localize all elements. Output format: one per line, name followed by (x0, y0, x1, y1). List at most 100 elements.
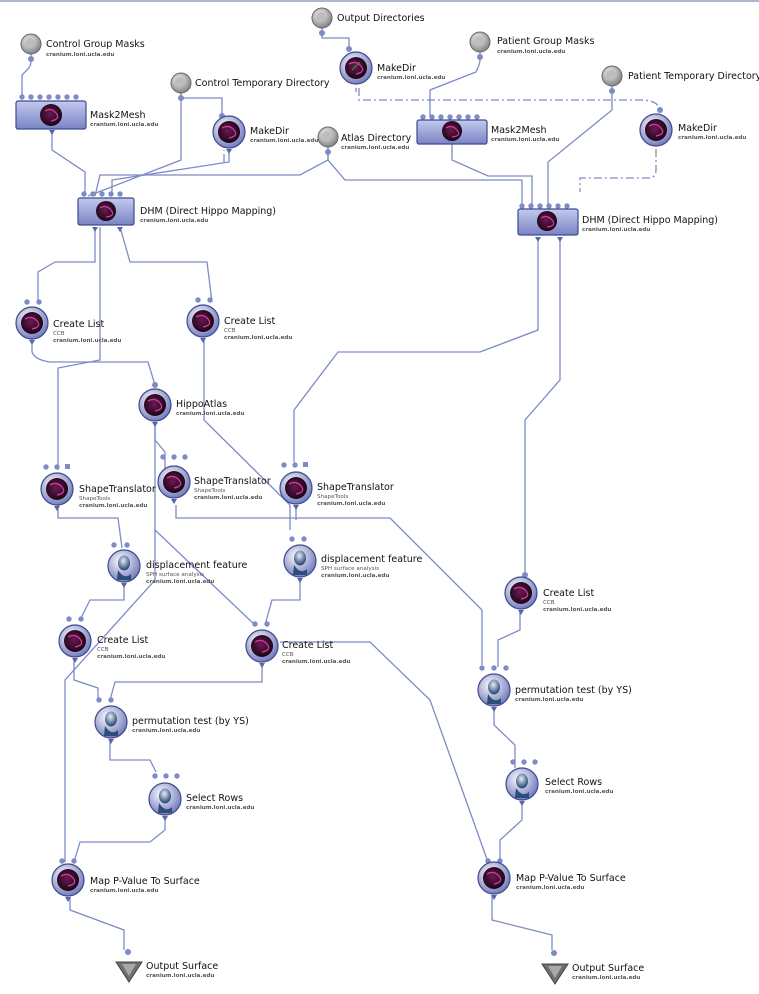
node-shapetranslator-3[interactable]: ShapeTranslator ShapeTools cranium.loni.… (279, 462, 394, 510)
node-shapetranslator-1[interactable]: ShapeTranslator ShapeTools cranium.loni.… (40, 464, 156, 511)
node-permutation-test-right[interactable]: permutation test (by YS) cranium.loni.uc… (477, 665, 632, 712)
node-create-list-3[interactable]: Create List CCB cranium.loni.ucla.edu (58, 616, 165, 663)
node-create-list-5[interactable]: Create List CCB cranium.loni.ucla.edu (504, 572, 611, 615)
node-host: cranium.loni.ucla.edu (497, 49, 565, 55)
node-title: Mask2Mesh (491, 125, 547, 136)
node-host: cranium.loni.ucla.edu (282, 659, 350, 665)
node-host: cranium.loni.ucla.edu (321, 573, 389, 579)
node-title: MakeDir (678, 123, 717, 134)
node-title: ShapeTranslator (194, 476, 271, 487)
node-title: Create List (224, 316, 275, 327)
node-displacement-feature-1[interactable]: displacement feature SPH surface analysi… (107, 542, 247, 588)
node-subtitle: CCB (224, 328, 236, 334)
node-title: Mask2Mesh (90, 110, 146, 121)
node-output-directories[interactable]: Output Directories (311, 7, 425, 36)
node-host: cranium.loni.ucla.edu (53, 338, 121, 344)
node-host: cranium.loni.ucla.edu (90, 122, 158, 128)
window-top-border (0, 0, 759, 2)
node-title: MakeDir (377, 63, 416, 74)
node-map-pvalue-right[interactable]: Map P-Value To Surface cranium.loni.ucla… (477, 858, 626, 900)
node-host: cranium.loni.ucla.edu (146, 579, 214, 585)
node-makedir-right[interactable]: MakeDir cranium.loni.ucla.edu (639, 107, 746, 147)
node-mask2mesh-left[interactable]: Mask2Mesh cranium.loni.ucla.edu (15, 94, 158, 135)
node-hippoatlas[interactable]: HippoAtlas cranium.loni.ucla.edu (138, 382, 244, 427)
node-title: Map P-Value To Surface (90, 876, 200, 887)
node-host: cranium.loni.ucla.edu (341, 145, 409, 151)
node-host: cranium.loni.ucla.edu (545, 789, 613, 795)
node-title: MakeDir (250, 126, 289, 137)
node-permutation-test-left[interactable]: permutation test (by YS) cranium.loni.uc… (94, 697, 249, 744)
node-subtitle: SPH surface analysis (146, 572, 204, 578)
node-title: Atlas Directory (341, 133, 412, 144)
node-title: DHM (Direct Hippo Mapping) (140, 206, 276, 217)
node-host: cranium.loni.ucla.edu (678, 135, 746, 141)
node-makedir-left[interactable]: MakeDir cranium.loni.ucla.edu (212, 113, 318, 154)
node-control-group-masks[interactable]: Control Group Masks cranium.loni.ucla.ed… (20, 33, 145, 62)
node-host: cranium.loni.ucla.edu (186, 805, 254, 811)
node-displacement-feature-2[interactable]: displacement feature SPH surface analysi… (283, 536, 422, 583)
node-subtitle: CCB (543, 600, 555, 606)
node-shapetranslator-2[interactable]: ShapeTranslator ShapeTools cranium.loni.… (157, 454, 271, 504)
node-patient-temp-dir[interactable]: Patient Temporary Directory (601, 65, 759, 94)
node-host: cranium.loni.ucla.edu (90, 888, 158, 894)
node-select-rows-right[interactable]: Select Rows cranium.loni.ucla.edu (505, 759, 613, 806)
node-atlas-directory[interactable]: Atlas Directory cranium.loni.ucla.edu (317, 126, 412, 155)
node-subtitle: ShapeTools (79, 496, 110, 502)
node-host: cranium.loni.ucla.edu (543, 607, 611, 613)
node-output-surface-left[interactable]: Output Surface cranium.loni.ucla.edu (115, 949, 218, 983)
node-subtitle: ShapeTools (317, 494, 348, 500)
node-title: HippoAtlas (176, 399, 227, 410)
node-dhm-right[interactable]: DHM (Direct Hippo Mapping) cranium.loni.… (517, 203, 718, 242)
node-host: cranium.loni.ucla.edu (572, 975, 640, 981)
node-subtitle: CCB (97, 647, 109, 653)
node-output-surface-right[interactable]: Output Surface cranium.loni.ucla.edu (541, 950, 644, 985)
node-title: Create List (97, 635, 148, 646)
connections (21, 27, 661, 950)
node-subtitle: CCB (53, 331, 65, 337)
node-host: cranium.loni.ucla.edu (140, 218, 208, 224)
node-host: cranium.loni.ucla.edu (46, 52, 114, 58)
node-title: Patient Group Masks (497, 36, 595, 47)
node-create-list-2[interactable]: Create List CCB cranium.loni.ucla.edu (186, 297, 292, 343)
node-patient-group-masks[interactable]: Patient Group Masks cranium.loni.ucla.ed… (469, 31, 595, 60)
node-create-list-1[interactable]: Create List CCB cranium.loni.ucla.edu (15, 299, 121, 345)
node-title: permutation test (by YS) (515, 685, 632, 696)
node-makedir-top[interactable]: MakeDir cranium.loni.ucla.edu (339, 46, 445, 85)
node-mask2mesh-right[interactable]: Mask2Mesh cranium.loni.ucla.edu (416, 114, 559, 145)
node-host: cranium.loni.ucla.edu (250, 138, 318, 144)
node-host: cranium.loni.ucla.edu (132, 728, 200, 734)
node-dhm-left[interactable]: DHM (Direct Hippo Mapping) cranium.loni.… (77, 191, 276, 232)
node-host: cranium.loni.ucla.edu (377, 75, 445, 81)
node-host: cranium.loni.ucla.edu (515, 697, 583, 703)
node-title: Map P-Value To Surface (516, 873, 626, 884)
node-title: ShapeTranslator (317, 482, 394, 493)
node-title: permutation test (by YS) (132, 716, 249, 727)
node-subtitle: SPH surface analysis (321, 566, 379, 572)
node-title: Control Temporary Directory (195, 78, 330, 89)
node-subtitle: ShapeTools (194, 488, 225, 494)
node-subtitle: CCB (282, 652, 294, 658)
node-title: displacement feature (321, 554, 422, 565)
node-title: Create List (53, 319, 104, 330)
node-title: Output Directories (337, 13, 425, 24)
node-control-temp-dir[interactable]: Control Temporary Directory (170, 72, 330, 101)
node-host: cranium.loni.ucla.edu (224, 335, 292, 341)
node-host: cranium.loni.ucla.edu (194, 495, 262, 501)
node-title: Select Rows (186, 793, 243, 804)
node-host: cranium.loni.ucla.edu (97, 654, 165, 660)
node-select-rows-left[interactable]: Select Rows cranium.loni.ucla.edu (148, 773, 254, 821)
node-host: cranium.loni.ucla.edu (317, 501, 385, 507)
node-title: ShapeTranslator (79, 484, 156, 495)
node-title: Output Surface (146, 961, 218, 972)
node-title: Output Surface (572, 963, 644, 974)
node-host: cranium.loni.ucla.edu (146, 973, 214, 979)
node-host: cranium.loni.ucla.edu (176, 411, 244, 417)
node-host: cranium.loni.ucla.edu (516, 885, 584, 891)
node-host: cranium.loni.ucla.edu (491, 137, 559, 143)
node-host: cranium.loni.ucla.edu (582, 227, 650, 233)
node-title: Select Rows (545, 777, 602, 788)
node-map-pvalue-left[interactable]: Map P-Value To Surface cranium.loni.ucla… (51, 858, 200, 902)
node-create-list-4[interactable]: Create List CCB cranium.loni.ucla.edu (245, 621, 350, 668)
